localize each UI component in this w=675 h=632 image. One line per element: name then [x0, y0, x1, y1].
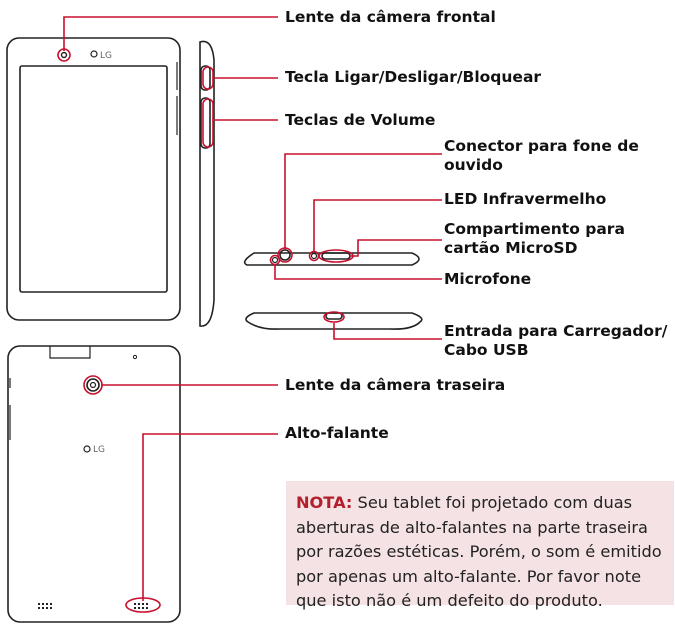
logo-front: LG [100, 51, 112, 61]
label-microphone: Microfone [444, 270, 532, 288]
callout-lines [57, 16, 442, 613]
tablet-top-edge-view [243, 249, 420, 266]
label-microsd-slot: Compartimento para cartão MicroSD [444, 220, 625, 257]
label-speaker: Alto-falante [285, 424, 389, 442]
label-headphone-jack: Conector para fone de ouvido [444, 137, 639, 174]
note-keyword: NOTA: [296, 493, 353, 512]
speaker-grille-right [134, 603, 148, 609]
label-rear-camera: Lente da câmera traseira [285, 376, 506, 394]
label-ir-led: LED Infravermelho [444, 190, 607, 208]
label-power-key: Tecla Ligar/Desligar/Bloquear [285, 68, 542, 86]
callout-headphone [284, 153, 442, 250]
tablet-front-view [6, 37, 181, 321]
label-front-camera: Lente da câmera frontal [285, 8, 496, 26]
tablet-bottom-edge-view [245, 312, 423, 330]
callout-microsd [350, 239, 442, 257]
callout-front-camera [63, 16, 278, 51]
logo-back: LG [93, 445, 105, 455]
callout-microphone [274, 264, 442, 280]
speaker-grille-left [38, 603, 52, 609]
tablet-side-view [199, 40, 215, 327]
label-charger-usb-port: Entrada para Carregador/ Cabo USB [444, 322, 668, 359]
tablet-back-view [7, 345, 181, 623]
callout-speaker [142, 433, 278, 601]
callout-ir-led [313, 199, 442, 252]
note-text: Seu tablet foi projetado com duas abertu… [296, 493, 662, 610]
callout-charger [333, 323, 442, 340]
note-box: NOTA: Seu tablet foi projetado com duas … [286, 481, 674, 610]
label-volume-keys: Teclas de Volume [285, 111, 436, 129]
